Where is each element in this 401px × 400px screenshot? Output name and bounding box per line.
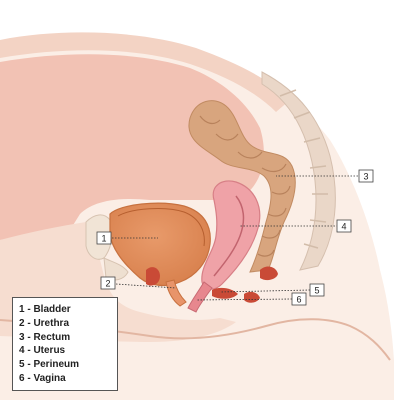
svg-text:5: 5 (314, 286, 319, 296)
legend-item-uterus: 4 - Uterus (19, 345, 66, 357)
callout-6: 6 (291, 292, 307, 306)
callout-1: 1 (96, 231, 112, 245)
bladder-wall (117, 208, 205, 247)
svg-text:1: 1 (101, 234, 106, 244)
svg-text:2: 2 (105, 279, 110, 289)
callout-5: 5 (309, 283, 325, 297)
perineal-muscle-right (260, 266, 278, 281)
legend-item-bladder: 1 - Bladder (19, 304, 71, 315)
uterus (201, 180, 261, 290)
svg-text:3: 3 (363, 172, 368, 182)
svg-text:4: 4 (341, 222, 346, 232)
vagina (187, 281, 213, 313)
legend-box: 1 - Bladder 2 - Urethra 3 - Rectum 4 - U… (12, 297, 118, 391)
legend-item-urethra: 2 - Urethra (19, 317, 70, 329)
callout-lines (112, 175, 358, 301)
callout-3: 3 (358, 169, 374, 183)
callout-4: 4 (336, 219, 352, 233)
rectum (188, 100, 296, 273)
bladder (109, 202, 211, 287)
spine-lines (279, 89, 328, 249)
peritoneal-cavity (0, 54, 264, 241)
perineal-muscle-left (146, 267, 160, 286)
uterine-cavity (213, 195, 245, 277)
urethra (165, 279, 187, 307)
perineal-muscle-mid (212, 287, 238, 299)
anal-sphincter (244, 291, 260, 303)
rectum-folds (199, 115, 291, 257)
abdominal-wall (0, 32, 290, 112)
legend-item-rectum: 3 - Rectum (19, 331, 71, 343)
svg-text:6: 6 (296, 295, 301, 305)
callout-2: 2 (100, 276, 116, 290)
legend-item-vagina: 6 - Vagina (19, 372, 66, 384)
legend-item-perineum: 5 - Perineum (19, 359, 80, 371)
